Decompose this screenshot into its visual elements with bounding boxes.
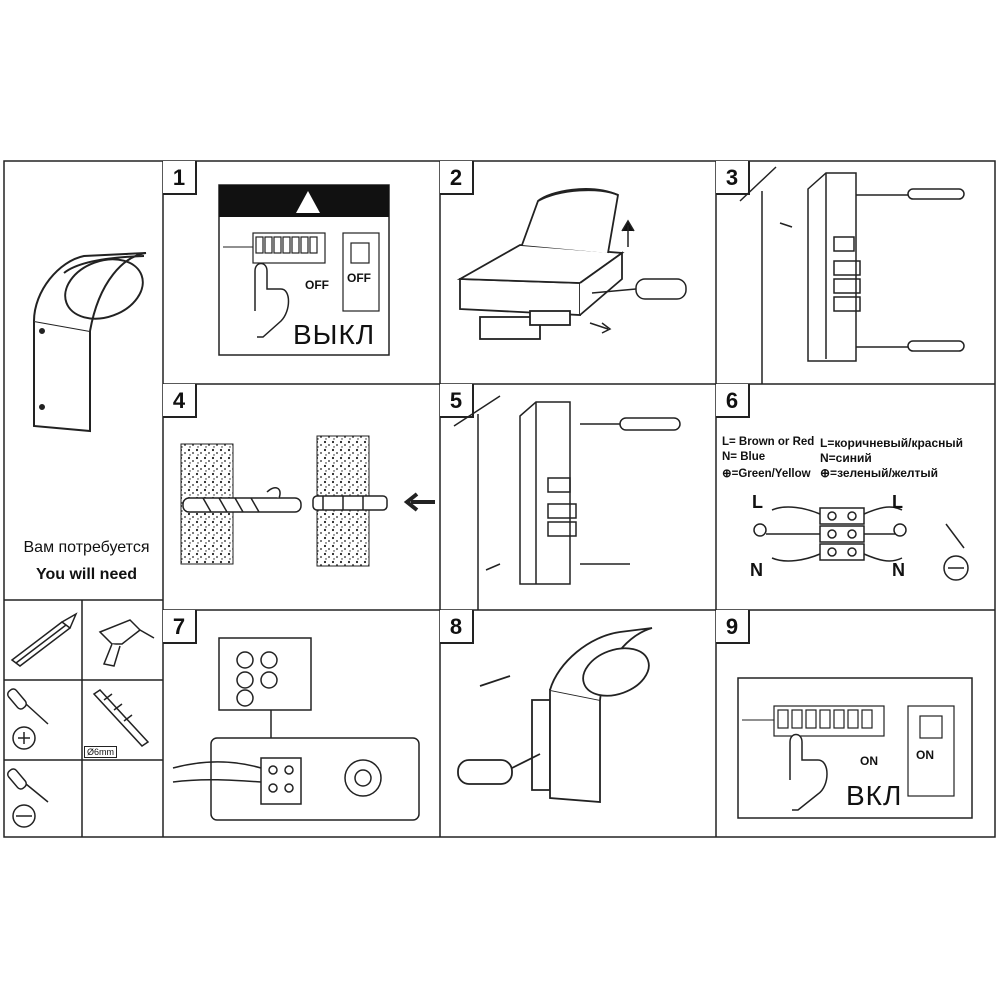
step-1: 1 ! OFF OFF ВЫКЛ [163,161,440,384]
step-2: 2 [440,161,716,384]
legend-n-ru: N=синий [820,451,872,465]
step-6: 6 L= Brown or Red L=коричневый/красный N… [716,384,995,610]
hand-icon [254,262,290,338]
connect-wires-illustration [172,637,420,821]
remove-housing-illustration [456,188,687,340]
step-number: 7 [163,610,197,644]
legend-l-en: L= Brown or Red [722,436,815,448]
step-8: 8 [440,610,716,837]
you-will-need-ru: Вам потребуется [23,539,150,556]
wire-l-right: L [892,492,903,512]
wire-n-right: N [892,560,905,580]
tool-flathead [4,760,82,837]
step-number: 6 [716,384,750,418]
step-9: 9 ON ON ВКЛ [716,610,995,837]
tool-drill-bit: Ø6mm [82,680,163,760]
lamp-icon [33,252,147,433]
drill-holes-illustration [180,435,435,567]
step-5: 5 [440,384,716,610]
switch-off-label: OFF [305,278,329,292]
tool-phillips [4,680,82,760]
wiring-diagram [753,506,969,581]
wire-n-left: N [750,560,763,580]
legend-g-ru: ⊕=зеленый/желтый [820,466,939,480]
drill-icon [98,619,155,667]
off-ru-label: ВЫКЛ [293,319,376,350]
step-number: 1 [163,161,197,195]
flathead-screwdriver-icon [6,768,49,828]
switch-on-label: ON [860,754,878,768]
step-3: 3 [716,161,995,384]
step-number: 3 [716,161,750,195]
mount-base-illustration [453,395,681,610]
breaker-panel-on [737,677,973,819]
legend-g-en: ⊕=Green/Yellow [722,468,811,480]
step-number: 5 [440,384,474,418]
drill-bit-icon [92,689,150,747]
step-number: 9 [716,610,750,644]
step-number: 2 [440,161,474,195]
grid-frame [3,160,996,838]
you-will-need-en: You will need [35,566,138,583]
warning-icon-glyph: ! [308,267,314,282]
hand-icon [789,733,828,811]
step-7: 7 [163,610,440,837]
tool-pencil [4,600,82,680]
drill-size-label: Ø6mm [84,746,117,758]
tool-drill [82,600,163,680]
breaker-on-label: ON [916,748,934,762]
wire-l-left: L [752,492,763,512]
fix-lamp-illustration [457,627,653,803]
phillips-screwdriver-icon [6,688,49,750]
pencil-icon [10,612,78,667]
legend-l-ru: L=коричневый/красный [820,436,964,450]
breaker-panel-off [218,184,390,356]
step-number: 4 [163,384,197,418]
you-will-need-panel: Вам потребуется You will need [4,161,163,600]
step-4: 4 [163,384,440,610]
legend-n-en: N= Blue [722,451,766,463]
instruction-sheet: Вам потребуется You will need [0,160,1000,838]
mark-holes-illustration [739,166,965,384]
warning-triangle-icon [296,191,320,213]
breaker-off-label: OFF [347,271,371,285]
step-number: 8 [440,610,474,644]
on-ru-label: ВКЛ [846,780,903,811]
